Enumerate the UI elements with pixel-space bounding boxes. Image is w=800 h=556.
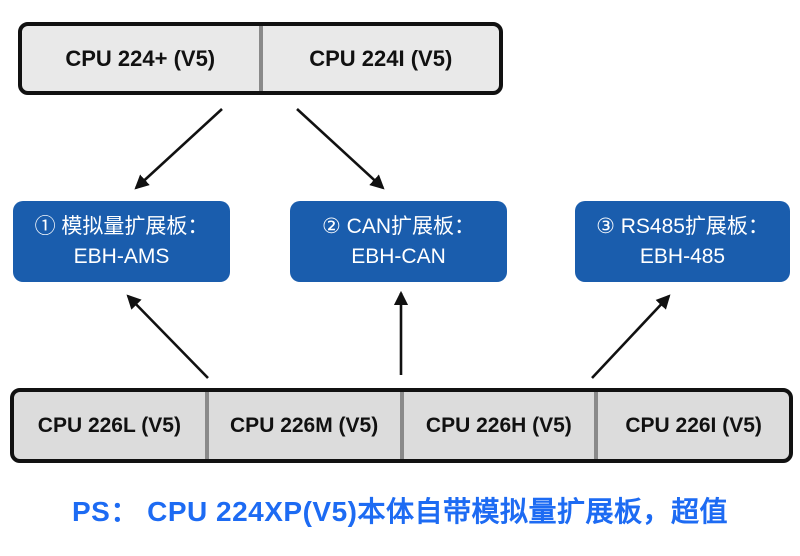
board-ams-model: EBH-AMS: [73, 245, 170, 268]
cpu-226h-cell: CPU 226H (V5): [399, 392, 595, 459]
cpu-226i-cell: CPU 226I (V5): [594, 392, 789, 459]
cpu-226-group-box: CPU 226L (V5) CPU 226M (V5) CPU 226H (V5…: [10, 388, 793, 463]
board-can-model: EBH-CAN: [351, 245, 446, 268]
arrow-top-to-can: [296, 108, 385, 190]
cpu-226m-cell: CPU 226M (V5): [204, 392, 400, 459]
arrow-bottom-to-ams: [126, 294, 209, 379]
board-can-title: ② CAN扩展板：: [322, 214, 475, 238]
board-485-model: EBH-485: [639, 245, 726, 268]
board-can-box: ② CAN扩展板： EBH-CAN: [290, 201, 507, 282]
cpu-224-group-box: CPU 224+ (V5) CPU 224I (V5): [18, 22, 503, 95]
ps-note: PS： CPU 224XP(V5)本体自带模拟量扩展板，超值: [72, 496, 728, 527]
board-485-title: ③ RS485扩展板：: [596, 214, 769, 238]
board-ams-title: ① 模拟量扩展板：: [34, 214, 209, 238]
arrow-bottom-to-485: [591, 294, 671, 379]
cpu-224-plus-cell: CPU 224+ (V5): [65, 45, 216, 71]
board-ams-box: ① 模拟量扩展板： EBH-AMS: [13, 201, 230, 282]
cpu-226l-cell: CPU 226L (V5): [37, 413, 181, 437]
arrow-top-to-ams: [134, 108, 223, 190]
cpu-224i-cell: CPU 224I (V5): [258, 26, 500, 91]
board-485-box: ③ RS485扩展板： EBH-485: [575, 201, 790, 282]
